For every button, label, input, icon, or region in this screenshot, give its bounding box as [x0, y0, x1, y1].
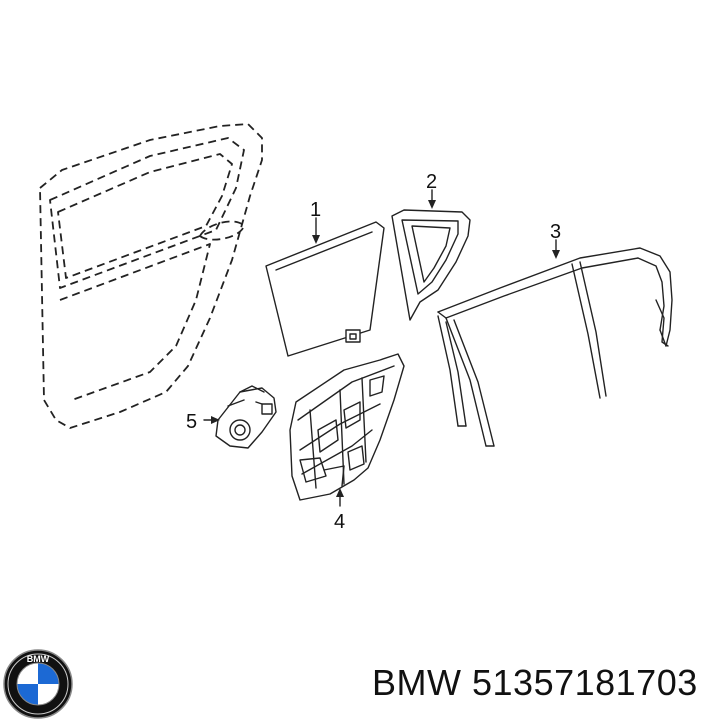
rear-door-outline	[39, 123, 263, 429]
part-fixed-quarter-glass	[391, 189, 471, 321]
bmw-logo: BMW	[3, 649, 73, 719]
part-window-regulator	[289, 353, 405, 507]
callout-1: 1	[310, 199, 321, 221]
part-caption: BMW 51357181703	[372, 662, 698, 704]
part-window-glass	[265, 217, 385, 357]
callout-labels: 1 2 3 4 5	[186, 171, 561, 533]
part-window-channel-seal	[437, 239, 673, 447]
callout-4: 4	[334, 511, 345, 533]
part-regulator-motor	[203, 385, 277, 449]
callout-5: 5	[186, 411, 197, 433]
callout-2: 2	[426, 171, 437, 193]
callout-3: 3	[550, 221, 561, 243]
bmw-logo-letters: BMW	[27, 654, 50, 664]
brand-name: BMW	[372, 662, 462, 703]
part-number: 51357181703	[472, 662, 698, 703]
